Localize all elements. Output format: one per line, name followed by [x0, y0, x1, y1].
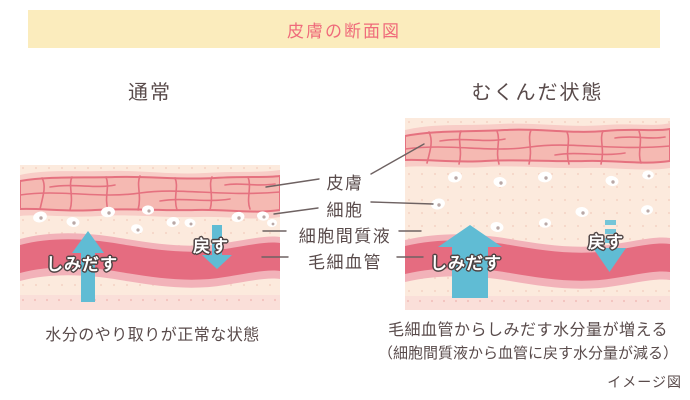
title-bar: 皮膚の断面図: [28, 10, 660, 48]
left-return-label: 戻す: [193, 237, 229, 256]
label-skin: 皮膚: [326, 174, 364, 193]
return-arrow-dashed: [593, 220, 626, 272]
left-seep-out-label: しみだす: [46, 255, 118, 274]
right-caption-line2: （細胞間質液から血管に戻す水分量が減る）: [377, 345, 678, 362]
cell-blobs: [431, 170, 654, 233]
cell-blobs: [33, 205, 277, 234]
label-cells: 細胞: [326, 201, 364, 220]
skin-cell-lines: [20, 175, 280, 211]
right-caption-line1: 毛細血管からしみだす水分量が増える: [387, 322, 669, 339]
right-return-label: 戻す: [588, 233, 624, 252]
figure-title: 皮膚の断面図: [287, 21, 401, 41]
lower-strip-dots: [20, 295, 280, 310]
label-capillary: 毛細血管: [308, 253, 382, 272]
skin-band: [405, 123, 670, 170]
left-skin-diagram: [20, 165, 280, 310]
right-panel-caption: 毛細血管からしみだす水分量が増える （細胞間質液から血管に戻す水分量が減る）: [366, 319, 690, 365]
left-panel-heading: 通常: [128, 82, 172, 104]
right-panel-heading: むくんだ状態: [471, 82, 604, 104]
left-panel-caption: 水分のやり取りが正常な状態: [45, 327, 260, 344]
skin-cell-lines: [405, 129, 670, 165]
right-seep-out-label: しみだす: [430, 254, 502, 273]
seep-out-arrow: [72, 231, 104, 302]
lower-strip-dots: [405, 296, 670, 310]
skin-band: [20, 170, 280, 219]
right-skin-diagram: [405, 118, 670, 310]
return-arrow: [202, 225, 232, 269]
seep-out-arrow-large: [438, 225, 502, 298]
label-interstitial-fluid: 細胞間質液: [298, 227, 392, 246]
footer-note: イメージ図: [607, 374, 682, 390]
